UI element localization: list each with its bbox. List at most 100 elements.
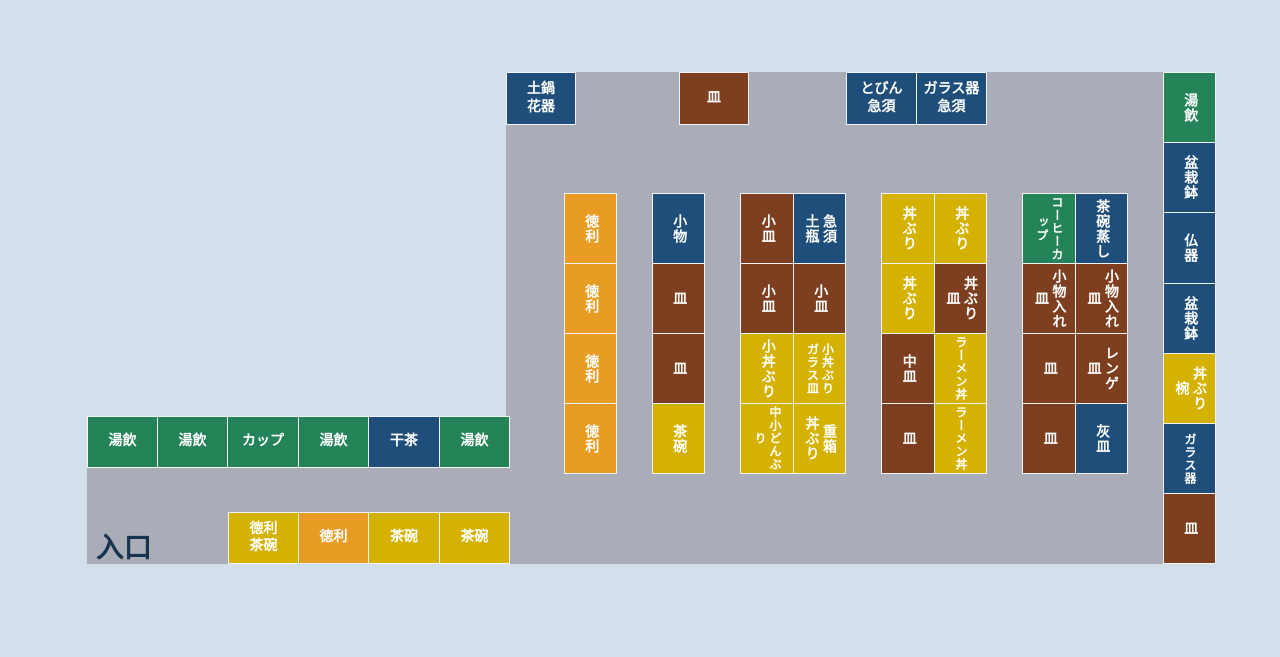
shelf-right-6[interactable]: ガラス器 — [1163, 423, 1216, 494]
shelf-label: 湯飲 — [319, 433, 348, 450]
shelf-col3-right-3[interactable]: 小丼ぶりガラス皿 — [793, 333, 846, 404]
shelf-label: カップ — [242, 433, 284, 450]
shelf-col4-right-1[interactable]: 丼ぶり — [934, 193, 987, 264]
shelf-col1-2[interactable]: 徳利 — [564, 263, 617, 334]
shelf-top-3[interactable]: とびん急須 — [846, 72, 917, 125]
shelf-label: 丼ぶり — [900, 206, 917, 251]
shelf-label: 茶碗 — [671, 423, 688, 454]
shelf-top-2[interactable]: 皿 — [679, 72, 749, 125]
shelf-col4-left-1[interactable]: 丼ぶり — [881, 193, 935, 264]
shelf-label: 小物 — [671, 213, 688, 244]
shelf-left-3[interactable]: カップ — [227, 416, 299, 468]
shelf-col5-right-3[interactable]: レンゲ皿 — [1075, 333, 1128, 404]
shelf-col1-4[interactable]: 徳利 — [564, 403, 617, 474]
shelf-label: 急須土瓶 — [803, 213, 838, 244]
shelf-col3-right-1[interactable]: 急須土瓶 — [793, 193, 846, 264]
shelf-label: 土鍋花器 — [527, 81, 555, 115]
shelf-label: 皿 — [900, 431, 917, 446]
shelf-label: 中皿 — [900, 353, 917, 384]
shelf-label: 丼ぶり椀 — [1173, 366, 1208, 411]
shelf-label: 中小どんぶり — [753, 406, 782, 471]
entrance-label: 入口 — [96, 531, 153, 564]
shelf-label: ラーメン丼 — [954, 406, 968, 471]
shelf-col1-1[interactable]: 徳利 — [564, 193, 617, 264]
shelf-label: 徳利茶碗 — [249, 520, 278, 555]
shelf-label: 湯飲 — [1182, 92, 1199, 123]
shelf-col3-right-4[interactable]: 重箱丼ぶり — [793, 403, 846, 474]
shelf-label: レンゲ皿 — [1085, 346, 1120, 391]
shelf-col5-right-1[interactable]: 茶碗蒸し — [1075, 193, 1128, 264]
shelf-label: 茶碗 — [460, 529, 489, 546]
shelf-col2-4[interactable]: 茶碗 — [652, 403, 705, 474]
shelf-right-1[interactable]: 湯飲 — [1163, 72, 1216, 143]
shelf-label: 皿 — [1182, 521, 1199, 536]
shelf-col1-3[interactable]: 徳利 — [564, 333, 617, 404]
shelf-label: 小皿 — [759, 283, 776, 314]
shelf-label: 盆栽鉢 — [1182, 155, 1199, 200]
shelf-col5-right-2[interactable]: 小物入れ皿 — [1075, 263, 1128, 334]
shelf-col4-right-3[interactable]: ラーメン丼 — [934, 333, 987, 404]
shelf-bottom-3[interactable]: 茶碗 — [368, 512, 440, 564]
shelf-left-1[interactable]: 湯飲 — [87, 416, 158, 468]
shelf-left-5[interactable]: 干茶 — [368, 416, 440, 468]
shelf-bottom-4[interactable]: 茶碗 — [439, 512, 510, 564]
shelf-label: 干茶 — [390, 433, 418, 450]
shelf-label: ラーメン丼 — [954, 336, 968, 401]
shelf-col4-left-4[interactable]: 皿 — [881, 403, 935, 474]
shelf-col2-2[interactable]: 皿 — [652, 263, 705, 334]
shelf-col3-right-2[interactable]: 小皿 — [793, 263, 846, 334]
shelf-bottom-1[interactable]: 徳利茶碗 — [228, 512, 299, 564]
shelf-label: 皿 — [707, 89, 721, 106]
shelf-label: ガラス器 — [1183, 432, 1197, 485]
shelf-label: ガラス器急須 — [923, 81, 980, 115]
shelf-label: とびん急須 — [860, 81, 903, 115]
shelf-label: 灰皿 — [1094, 423, 1111, 454]
shelf-col5-left-2[interactable]: 小物入れ皿 — [1022, 263, 1076, 334]
shelf-col2-1[interactable]: 小物 — [652, 193, 705, 264]
shelf-label: 湯飲 — [460, 433, 489, 450]
shelf-right-7[interactable]: 皿 — [1163, 493, 1216, 564]
shelf-right-3[interactable]: 仏器 — [1163, 212, 1216, 284]
shelf-col4-right-2[interactable]: 丼ぶり皿 — [934, 263, 987, 334]
shelf-label: 小丼ぶり — [759, 338, 776, 399]
shelf-col5-left-3[interactable]: 皿 — [1022, 333, 1076, 404]
shelf-col3-left-4[interactable]: 中小どんぶり — [740, 403, 794, 474]
shelf-top-1[interactable]: 土鍋花器 — [506, 72, 576, 125]
shelf-label: 小丼ぶりガラス皿 — [805, 342, 835, 395]
shelf-label: 丼ぶり皿 — [944, 276, 979, 321]
shelf-col5-right-4[interactable]: 灰皿 — [1075, 403, 1128, 474]
shelf-left-4[interactable]: 湯飲 — [298, 416, 369, 468]
shelf-label: 仏器 — [1182, 233, 1199, 263]
shelf-right-5[interactable]: 丼ぶり椀 — [1163, 353, 1216, 424]
shelf-label: 皿 — [1041, 361, 1058, 376]
shelf-left-2[interactable]: 湯飲 — [157, 416, 228, 468]
shelf-col3-left-2[interactable]: 小皿 — [740, 263, 794, 334]
shelf-right-4[interactable]: 盆栽鉢 — [1163, 283, 1216, 354]
shelf-label: 茶碗 — [390, 529, 418, 546]
shelf-col5-left-1[interactable]: コーヒーカップ — [1022, 193, 1076, 264]
shelf-label: 徳利 — [583, 283, 600, 314]
shelf-label: 徳利 — [319, 529, 348, 546]
shelf-label: 茶碗蒸し — [1094, 198, 1111, 259]
shelf-label: 徳利 — [583, 213, 600, 244]
shelf-label: 小皿 — [812, 283, 829, 314]
shelf-label: 湯飲 — [108, 433, 137, 450]
shelf-col4-left-3[interactable]: 中皿 — [881, 333, 935, 404]
shelf-col2-3[interactable]: 皿 — [652, 333, 705, 404]
shelf-col4-right-4[interactable]: ラーメン丼 — [934, 403, 987, 474]
shelf-label: 盆栽鉢 — [1182, 296, 1199, 341]
shelf-col5-left-4[interactable]: 皿 — [1022, 403, 1076, 474]
shelf-label: 皿 — [1041, 431, 1058, 446]
shelf-label: 丼ぶり — [953, 206, 970, 251]
shelf-label: 徳利 — [583, 353, 600, 384]
shelf-right-2[interactable]: 盆栽鉢 — [1163, 142, 1216, 213]
shelf-label: コーヒーカップ — [1035, 196, 1064, 261]
shelf-label: 小皿 — [759, 213, 776, 244]
shelf-col3-left-3[interactable]: 小丼ぶり — [740, 333, 794, 404]
shelf-bottom-2[interactable]: 徳利 — [298, 512, 369, 564]
shelf-label: 小物入れ皿 — [1033, 268, 1067, 329]
shelf-top-4[interactable]: ガラス器急須 — [916, 72, 987, 125]
shelf-col3-left-1[interactable]: 小皿 — [740, 193, 794, 264]
shelf-left-6[interactable]: 湯飲 — [439, 416, 510, 468]
shelf-col4-left-2[interactable]: 丼ぶり — [881, 263, 935, 334]
